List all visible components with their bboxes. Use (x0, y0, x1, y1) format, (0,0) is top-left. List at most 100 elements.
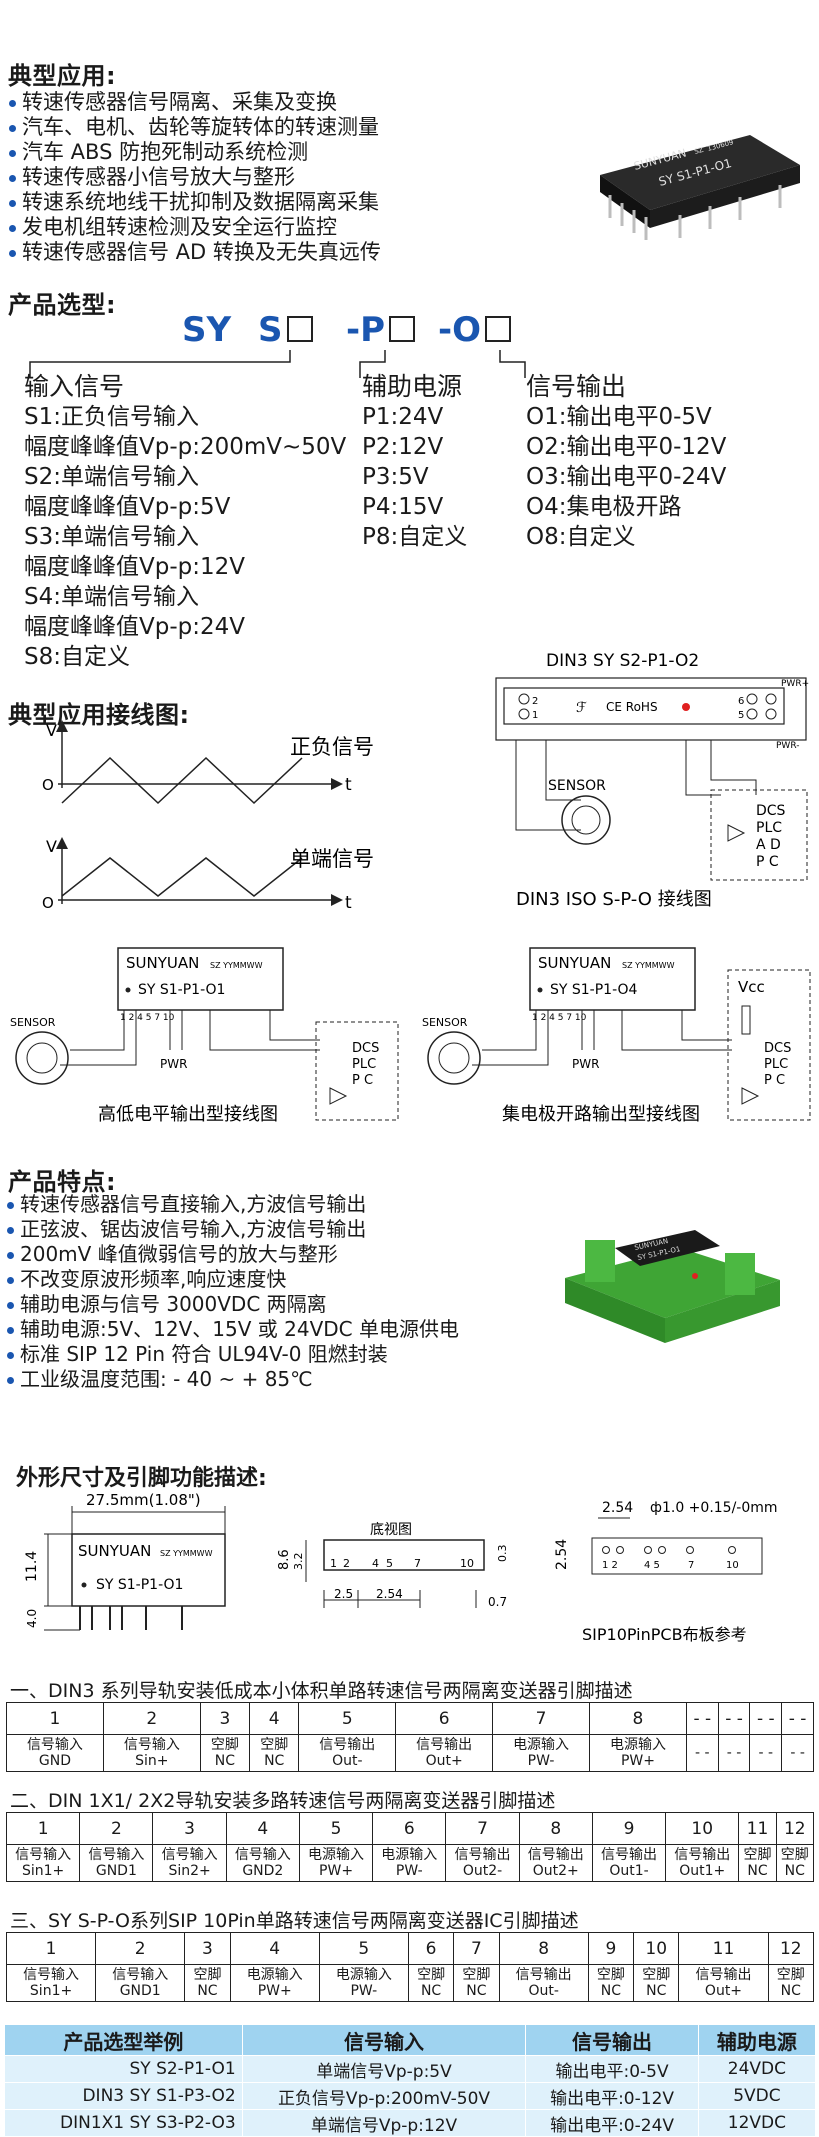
pin-function-cn: 电源输入 (335, 1967, 392, 1983)
dim-8-6: 8.6 (277, 1549, 292, 1570)
pin-function-code: NC (420, 1983, 442, 1999)
pin-function-code: Out- (528, 1983, 559, 1999)
pin-number: 4 (249, 1702, 300, 1735)
feature-item: 标准 SIP 12 Pin 符合 UL94V-0 阻燃封装 (4, 1342, 459, 1367)
dim-width: 27.5mm(1.08") (86, 1491, 201, 1509)
pin-function-code: Sin+ (135, 1753, 169, 1769)
module2-vcc: Vcc (738, 978, 765, 996)
pin-function-cn: 空脚 (743, 1847, 772, 1863)
caption-open-collector: 集电极开路输出型接线图 (502, 1104, 700, 1125)
pin-function-code: Out2+ (532, 1863, 579, 1879)
input-option: S1:正负信号输入 (24, 404, 199, 430)
module2-sz: SZ YYMMWW (622, 961, 675, 970)
din-ce: CE RoHS (606, 700, 658, 714)
pin-number: 4 (225, 1812, 300, 1845)
module1-sz: SZ YYMMWW (210, 961, 263, 970)
module1-brand: SUNYUAN (126, 954, 199, 972)
power-option: P8:自定义 (362, 524, 468, 550)
wiring-heading: 典型应用接线图: (8, 701, 190, 729)
pin-function-cn: 电源输入 (513, 1737, 570, 1753)
bv-pin10: 10 (460, 1557, 474, 1570)
wave1-o-label: O (42, 776, 54, 794)
application-item: 转速传感器信号 AD 转换及无失真远传 (6, 240, 381, 265)
pin-function-code: NC (214, 1753, 236, 1769)
pcb-caption: SIP10PinPCB布板参考 (582, 1625, 747, 1644)
bv-pin4: 4 (372, 1557, 379, 1570)
example-cell: SY S2-P1-O1 (4, 2055, 243, 2083)
selection-brackets (29, 350, 526, 378)
pin-function-code: PW+ (620, 1753, 655, 1769)
pin-number: 9 (587, 1932, 635, 1965)
pin-function-code: NC (784, 1863, 805, 1879)
pin-number: 5 (298, 1812, 374, 1845)
example-cell: DIN3 SY S1-P3-O2 (4, 2082, 243, 2110)
power-option: P4:15V (362, 494, 444, 520)
pin-number: 3 (152, 1812, 227, 1845)
pin-function-code: PW- (395, 1863, 423, 1879)
pin-number: - - (781, 1702, 814, 1735)
module2-brand: SUNYUAN (538, 954, 611, 972)
svg-text:10: 10 (726, 1560, 739, 1571)
module-chip-image: SUNYUAN SZ 130609 SY S1-P1-O1 (580, 120, 810, 260)
pin-function-code: Out2- (462, 1863, 503, 1879)
feature-item: 工业级温度范围: - 40 ~ + 85℃ (4, 1367, 459, 1392)
application-item: 汽车、电机、齿轮等旋转体的转速测量 (6, 115, 381, 140)
pin-function-cn: 空脚 (642, 1967, 671, 1983)
pin-function-cn: 信号输出 (319, 1737, 376, 1753)
pin-number: 2 (95, 1932, 186, 1965)
pin-number: - - (685, 1702, 719, 1735)
pin-function-code: Out1- (609, 1863, 649, 1879)
example-header: 辅助电源 (697, 2024, 817, 2056)
example-cell: 单端信号Vp-p:5V (241, 2055, 527, 2083)
pin-number: 1 (5, 1932, 97, 1965)
pin-number: 3 (184, 1932, 231, 1965)
applications-list: 转速传感器信号隔离、采集及变换汽车、电机、齿轮等旋转体的转速测量汽车 ABS 防… (6, 90, 381, 265)
application-item: 发电机组转速检测及安全运行监控 (6, 215, 381, 240)
svg-text:2: 2 (532, 696, 538, 707)
output-title: 信号输出 (526, 372, 627, 401)
example-header: 信号输出 (525, 2024, 699, 2056)
din-sensor: SENSOR (548, 778, 606, 794)
pin-number: 2 (79, 1812, 154, 1845)
pin-function-cn: 信号输入 (161, 1847, 218, 1863)
pin-function-code: Out+ (425, 1753, 463, 1769)
pin-function-cn: 空脚 (596, 1967, 625, 1983)
pin-number: 12 (775, 1812, 815, 1845)
pin-function-cn: 信号输入 (123, 1737, 180, 1753)
module1-sensor: SENSOR (10, 1016, 56, 1029)
din-pwr-plus: PWR+ (781, 679, 809, 689)
dim-model: SY S1-P1-O1 (96, 1577, 183, 1593)
pin-number: 6 (372, 1812, 447, 1845)
pin-function-cn: 空脚 (210, 1737, 239, 1753)
dim-2-54: 2.54 (376, 1587, 403, 1601)
chip-sz: SZ (693, 146, 704, 156)
selection-code-o: -O (438, 310, 512, 350)
output-option: O2:输出电平0-12V (526, 434, 727, 460)
example-cell: 输出电平:0-12V (525, 2082, 699, 2110)
pin-function: - - (685, 1734, 719, 1772)
level-output-wiring-diagram: SUNYUAN SZ YYMMWW SY S1-P1-O1 1 2 4 5 7 … (10, 947, 399, 1125)
feature-item: 200mV 峰值微弱信号的放大与整形 (4, 1242, 459, 1267)
pin-number: 11 (738, 1812, 777, 1845)
dim-height: 11.4 (24, 1551, 40, 1582)
module2-pwr: PWR (572, 1057, 599, 1071)
application-item: 转速传感器小信号放大与整形 (6, 165, 381, 190)
module1-dcs: DCS (352, 1041, 379, 1056)
pin-number: 2 (102, 1702, 201, 1735)
feature-item: 不改变原波形频率,响应速度快 (4, 1267, 459, 1292)
din-rail-module-image: SUNYUAN SY S1-P1-O1 (560, 1218, 785, 1358)
svg-text:5: 5 (738, 710, 744, 721)
pin-number: 7 (453, 1932, 500, 1965)
